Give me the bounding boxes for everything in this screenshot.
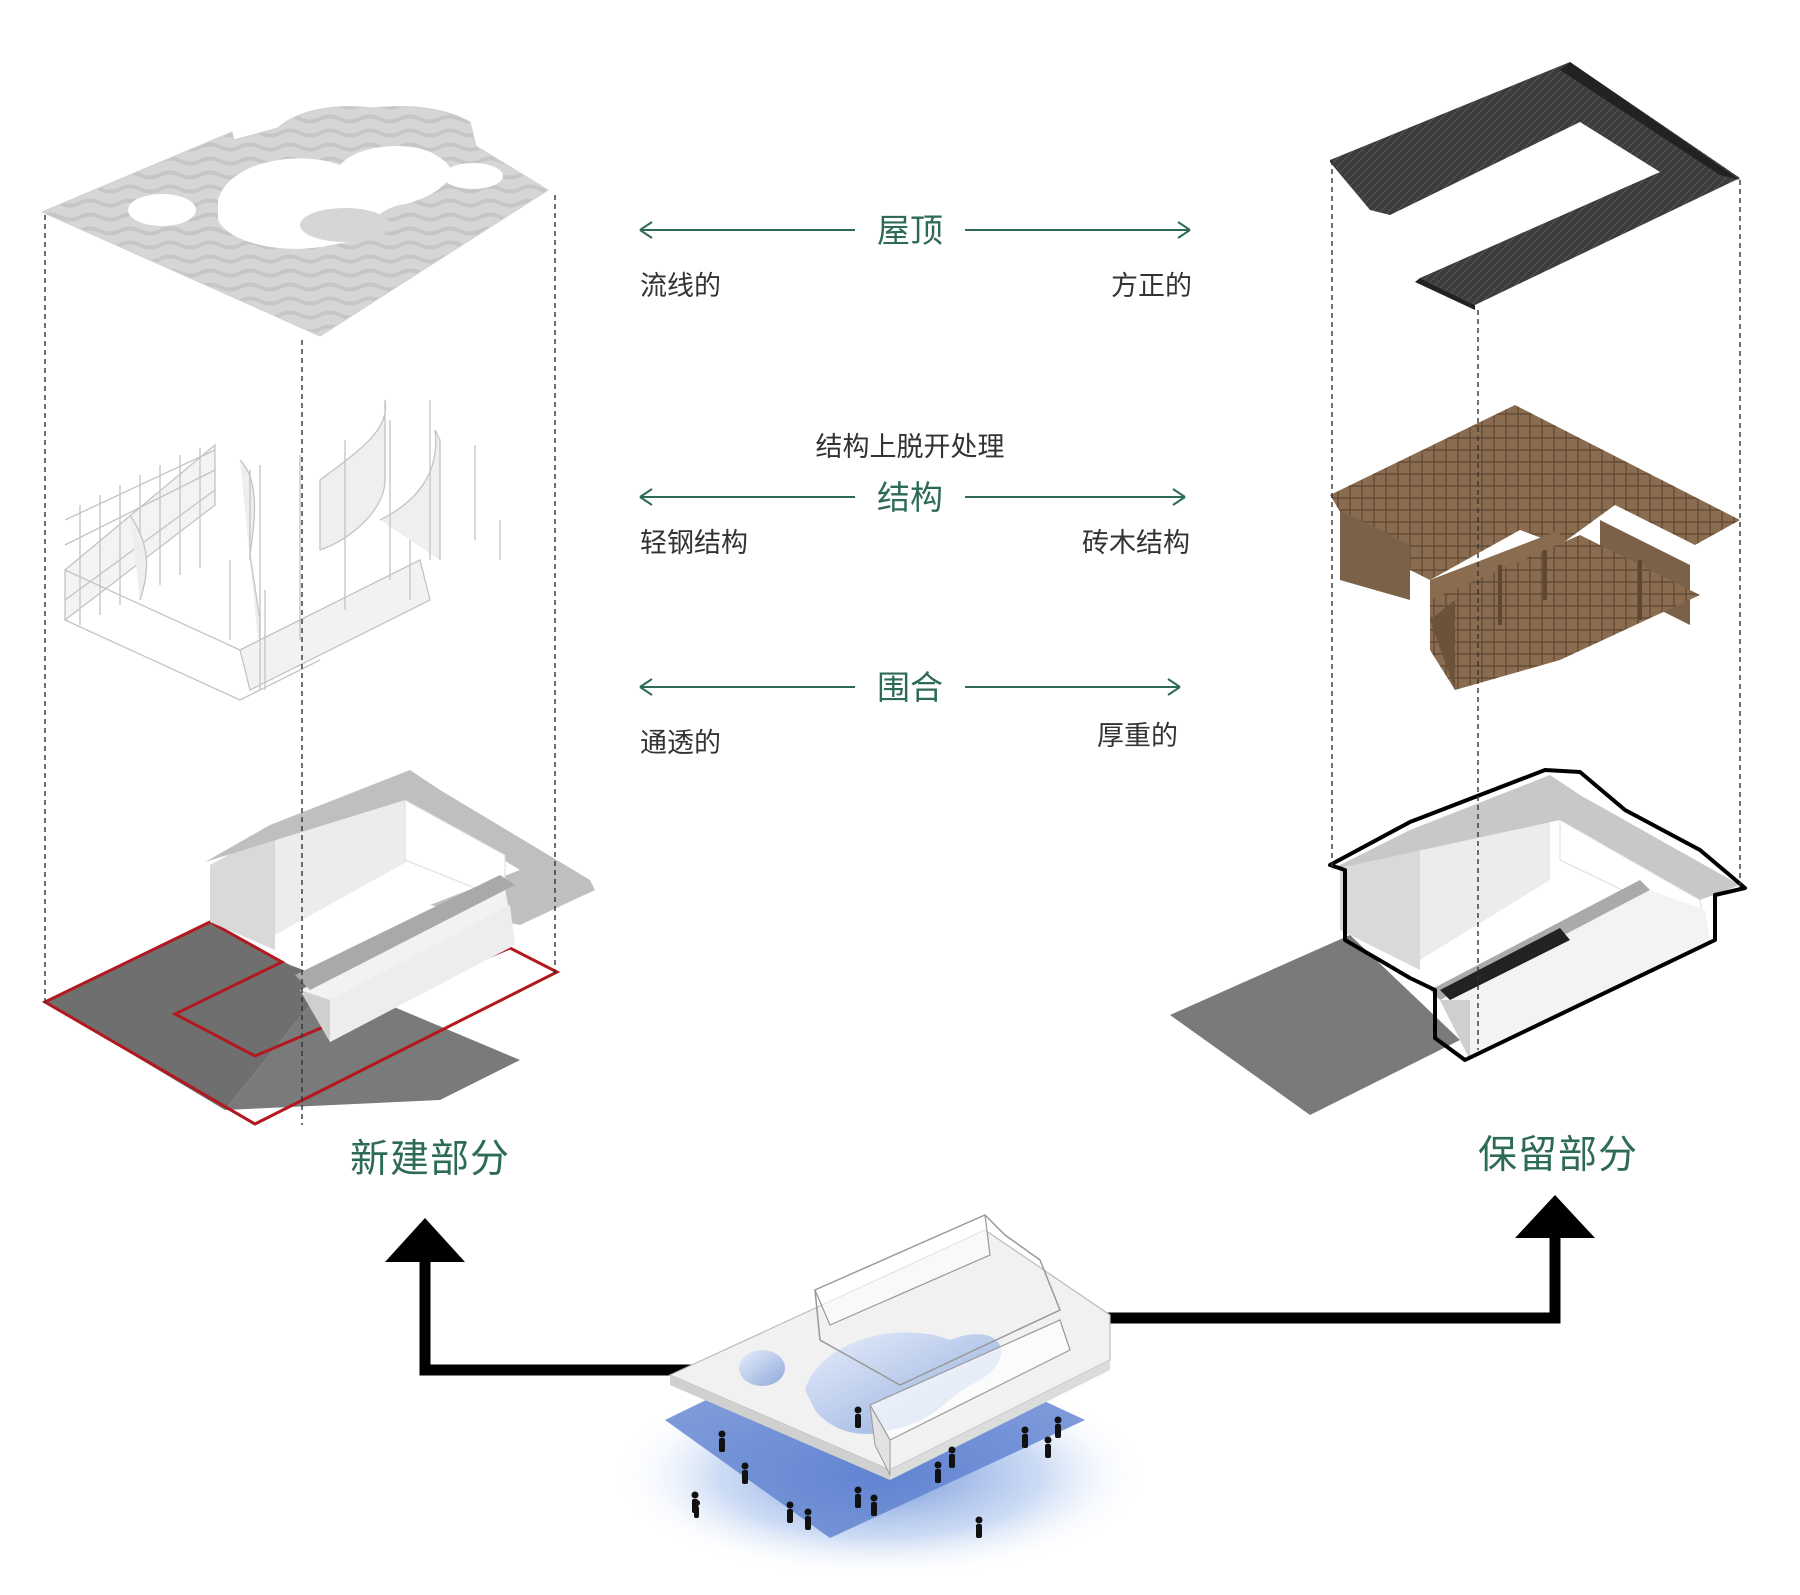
structure-note: 结构上脱开处理: [816, 432, 1005, 463]
arrow-left-icon: [639, 221, 855, 239]
enclosure-right-label: 厚重的: [1097, 721, 1178, 752]
comparison-roof: 屋顶 流线的 方正的: [639, 211, 1192, 302]
flowing-roof: [40, 106, 549, 337]
arrow-right-icon: [965, 678, 1181, 696]
flow-arrow-to-kept: [1065, 1195, 1595, 1324]
person-icon: [948, 1446, 956, 1468]
roof-header: 屋顶: [877, 211, 943, 250]
brick-timber-structure: [1330, 405, 1740, 690]
light-steel-structure: [64, 399, 501, 701]
comparison-structure: 结构上脱开处理 结构 轻钢结构 砖木结构: [639, 432, 1190, 559]
comparison-enclosure: 围合 通透的 厚重的: [639, 668, 1181, 759]
square-roof: [1330, 62, 1740, 310]
kept-part-group: [1170, 62, 1747, 1115]
person-icon: [1044, 1436, 1052, 1458]
arrow-left-icon: [639, 488, 855, 506]
structure-left-label: 轻钢结构: [640, 528, 748, 559]
person-icon: [870, 1494, 878, 1516]
person-icon: [1021, 1426, 1029, 1448]
person-icon: [1054, 1416, 1062, 1438]
person-icon: [694, 1500, 700, 1518]
structure-header: 结构: [877, 478, 943, 517]
combined-model: [610, 1214, 1150, 1580]
flow-arrow-to-new: [385, 1218, 710, 1376]
arrow-right-icon: [965, 221, 1191, 239]
arrow-left-icon: [639, 678, 855, 696]
person-icon: [804, 1508, 812, 1530]
roof-left-label: 流线的: [640, 271, 721, 302]
kept-part-title: 保留部分: [1478, 1133, 1638, 1178]
arrow-up-icon: [1515, 1195, 1595, 1238]
person-icon: [718, 1430, 726, 1452]
kept-part-building: [1328, 768, 1747, 1062]
roof-right-label: 方正的: [1111, 271, 1192, 302]
person-icon: [934, 1461, 942, 1483]
kept-ground-footprint: [1170, 935, 1460, 1115]
enclosure-header: 围合: [877, 668, 943, 707]
new-part-building: [205, 770, 595, 1042]
new-ground-footprint: [41, 920, 561, 1126]
enclosure-left-label: 通透的: [640, 728, 721, 759]
arrow-right-icon: [965, 488, 1186, 506]
person-icon: [975, 1516, 983, 1538]
person-icon: [854, 1406, 862, 1428]
people: [691, 1406, 1062, 1538]
person-icon: [786, 1501, 794, 1523]
structure-right-label: 砖木结构: [1082, 528, 1190, 559]
person-icon: [854, 1486, 862, 1508]
person-icon: [741, 1462, 749, 1484]
new-part-title: 新建部分: [350, 1137, 510, 1182]
new-part-group: [40, 106, 595, 1126]
arrow-up-icon: [385, 1218, 465, 1262]
